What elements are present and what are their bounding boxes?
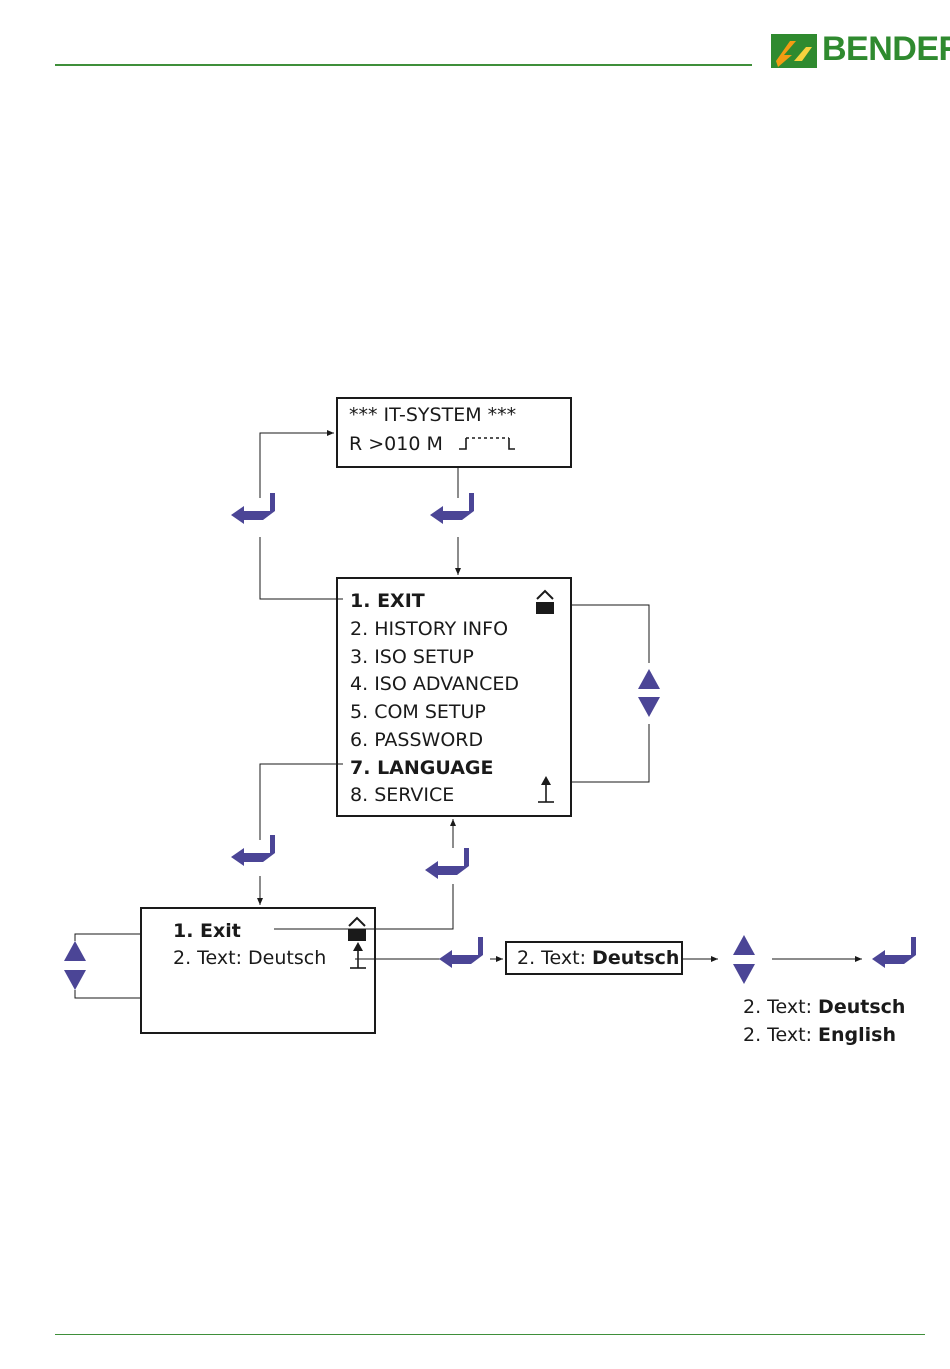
connector-language-left	[260, 764, 343, 840]
down-arrow-key-icon	[64, 970, 86, 990]
connector-submenu-scroll-top	[75, 934, 140, 941]
connector-to-standby	[260, 433, 334, 498]
up-arrow-key-icon	[638, 669, 660, 689]
down-arrow-key-icon	[733, 964, 755, 984]
enter-key-icon	[231, 835, 275, 866]
connector-main-scroll-bottom	[572, 724, 649, 782]
connector-submenu-exit	[274, 884, 453, 929]
connector-submenu-scroll-bottom	[75, 990, 140, 998]
connector-main-scroll-top	[572, 605, 649, 663]
connector-exit-left	[260, 537, 343, 599]
up-arrow-key-icon	[64, 941, 86, 961]
enter-key-icon	[430, 493, 474, 524]
down-arrow-key-icon	[638, 697, 660, 717]
enter-key-icon	[231, 493, 275, 524]
enter-key-icon	[439, 937, 483, 968]
up-arrow-key-icon	[733, 935, 755, 955]
enter-key-icon	[425, 848, 469, 879]
enter-key-icon	[872, 937, 916, 968]
